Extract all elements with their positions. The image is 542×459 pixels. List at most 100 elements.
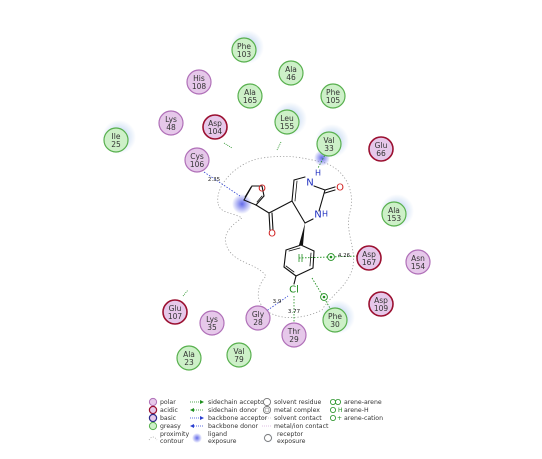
residue-circle: [199, 310, 225, 336]
residue-circle: [322, 307, 348, 333]
residue-name: Glu: [375, 141, 388, 150]
residue-name: Cys: [190, 152, 204, 161]
svg-text:greasy: greasy: [160, 423, 181, 430]
svg-text:arene-arene: arene-arene: [344, 399, 382, 406]
residue-name: Ala: [388, 206, 400, 215]
svg-text:exposure: exposure: [277, 438, 306, 445]
svg-text:polar: polar: [160, 399, 176, 406]
residue-circle: [356, 245, 382, 271]
residue-name: Glu: [169, 304, 182, 313]
svg-text:ligand: ligand: [208, 431, 227, 438]
proximity-contour: [217, 155, 354, 318]
legend-item-backbone-acceptor: backbone acceptor: [190, 415, 268, 422]
distance-label-asp167: 4.26: [338, 253, 351, 259]
phe30-arene-line: [311, 277, 331, 309]
residue-name: Phe: [326, 88, 340, 97]
residue-name: Ala: [285, 65, 297, 74]
residue-number: 107: [168, 312, 183, 321]
residue-circle: [381, 201, 407, 227]
legend-item-metal-complex: metal complex: [262, 405, 320, 415]
svg-text:solvent residue: solvent residue: [274, 399, 322, 406]
residue-name: Phe: [237, 42, 251, 51]
svg-text:exposure: exposure: [208, 438, 237, 445]
residue-number: 109: [374, 304, 389, 313]
residue-name: Leu: [280, 114, 294, 123]
svg-text:solvent contact: solvent contact: [274, 415, 322, 422]
residue-circle: [405, 249, 431, 275]
residue-name: Val: [233, 347, 244, 356]
residue-number: 167: [362, 258, 377, 267]
svg-text:arene-cation: arene-cation: [344, 415, 383, 422]
arene-ring-center-marker: [298, 254, 303, 262]
residue-number: 48: [166, 123, 176, 132]
svg-text:+: +: [337, 415, 342, 422]
residue-name: Asp: [362, 250, 376, 259]
svg-text:H: H: [338, 407, 343, 414]
svg-text:arene-H: arene-H: [344, 407, 369, 414]
residue-circle: [184, 147, 210, 173]
legend-item-receptor-exposure: receptor exposure: [263, 431, 306, 445]
legend-item-sidechain-donor: sidechain donor: [190, 407, 258, 414]
residue-name: Lys: [165, 115, 177, 124]
legend-item-greasy: greasy: [148, 421, 181, 431]
residue-number: 106: [190, 160, 205, 169]
residue-number: 35: [207, 323, 217, 332]
atom-oxygen-urea: O: [336, 183, 344, 194]
legend-item-solvent-contact: solvent contact: [262, 415, 322, 422]
residue-name: Asp: [374, 296, 388, 305]
residue-number: 23: [184, 358, 194, 367]
distance-label-thr29: 3.77: [288, 309, 301, 315]
residue-name: Val: [323, 136, 334, 145]
legend-item-polar: polar: [148, 397, 176, 407]
atom-hydrogen-2: H: [322, 210, 328, 219]
residue-number: 30: [330, 320, 340, 329]
residue-number: 66: [376, 149, 386, 158]
residue-number: 28: [253, 318, 263, 327]
residue-circle: [162, 299, 188, 325]
residue-name: Phe: [328, 312, 342, 321]
svg-text:receptor: receptor: [277, 431, 304, 438]
residue-circle: [368, 291, 394, 317]
residue-number: 155: [280, 122, 295, 131]
residue-circle: [316, 131, 342, 157]
ligand-exposure-halo: [232, 194, 252, 214]
residue-number: 108: [192, 82, 207, 91]
legend-item-backbone-donor: backbone donor: [190, 423, 259, 430]
residue-name: Asn: [411, 254, 425, 263]
residue-number: 105: [326, 96, 341, 105]
legend-item-basic: basic: [148, 413, 177, 423]
svg-text:backbone donor: backbone donor: [208, 423, 259, 430]
svg-text:backbone acceptor: backbone acceptor: [208, 415, 268, 422]
residue-name: Thr: [287, 327, 301, 336]
residue-number: 104: [208, 127, 223, 136]
residue-circle: [176, 345, 202, 371]
legend-item-metal-ion-contact: metal/ion contact: [262, 423, 329, 430]
cys106-hbond-line: [203, 171, 241, 197]
residue-name: Ile: [112, 132, 121, 141]
residue-circle: [245, 305, 271, 331]
atom-hydrogen-1: H: [315, 169, 321, 178]
svg-text:metal complex: metal complex: [274, 407, 320, 414]
svg-text:metal/ion contact: metal/ion contact: [274, 423, 329, 430]
residue-circle: [158, 110, 184, 136]
residue-name: Ala: [244, 88, 256, 97]
residue-circle: [226, 342, 252, 368]
